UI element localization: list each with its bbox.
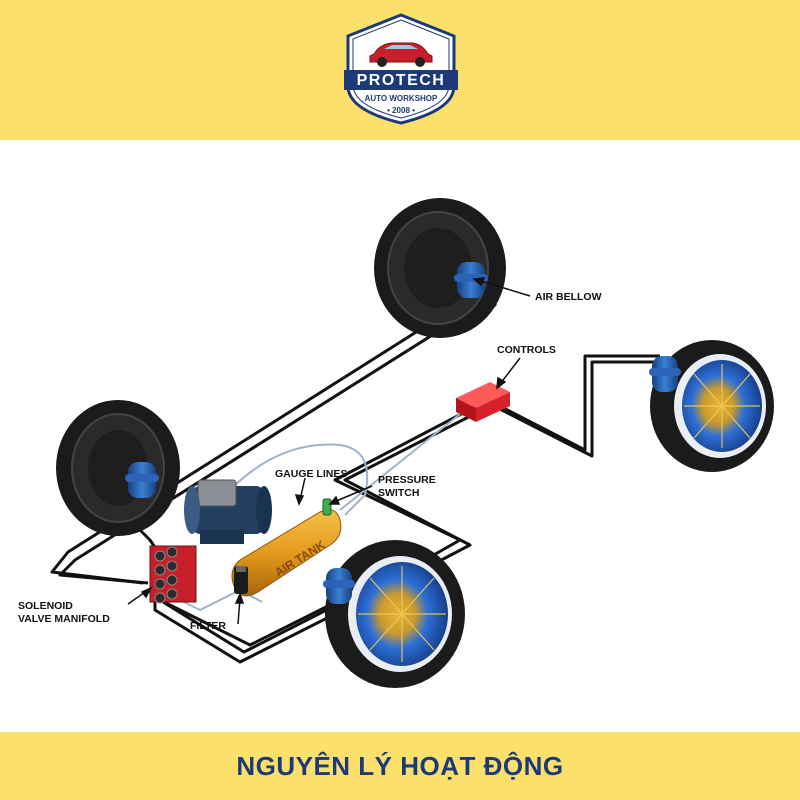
wheel-front-right [325, 540, 465, 688]
wheel-rear-right [650, 340, 774, 472]
label-air-bellow: AIR BELLOW [535, 291, 602, 303]
solenoid-valve-manifold [149, 545, 197, 604]
air-bellow-rear-right [649, 356, 681, 392]
logo-brand: PROTECH [357, 72, 446, 89]
label-solenoid-line1: SOLENOID [18, 600, 73, 612]
gauge-lines [179, 409, 466, 612]
pressure-switch [322, 498, 332, 516]
label-pressure-switch-line2: SWITCH [378, 487, 419, 499]
air-suspension-diagram: AIR TANK [18, 198, 774, 688]
label-filter: FILTER [190, 620, 226, 632]
controls-box [456, 382, 510, 422]
air-lines [50, 283, 660, 664]
logo-tagline: AUTO WORKSHOP [365, 94, 438, 103]
label-pressure-switch-line1: PRESSURE [378, 474, 436, 486]
air-bellow-front-left [125, 462, 159, 498]
callout-lines [127, 277, 531, 625]
wheel-rear-left [374, 198, 506, 338]
footer-band: NGUYÊN LÝ HOẠT ĐỘNG [0, 732, 800, 800]
footer-title: NGUYÊN LÝ HOẠT ĐỘNG [236, 750, 564, 781]
wheel-front-left [56, 400, 180, 536]
compressor [184, 479, 272, 544]
air-filter [234, 566, 248, 594]
protech-logo: PROTECH AUTO WORKSHOP • 2008 • [344, 13, 458, 125]
air-bellow-front-right [323, 568, 355, 604]
logo-year: • 2008 • [387, 106, 415, 115]
label-gauge-lines: GAUGE LINES [275, 468, 347, 480]
label-controls: CONTROLS [497, 344, 556, 356]
label-solenoid-line2: VALVE MANIFOLD [18, 613, 110, 625]
